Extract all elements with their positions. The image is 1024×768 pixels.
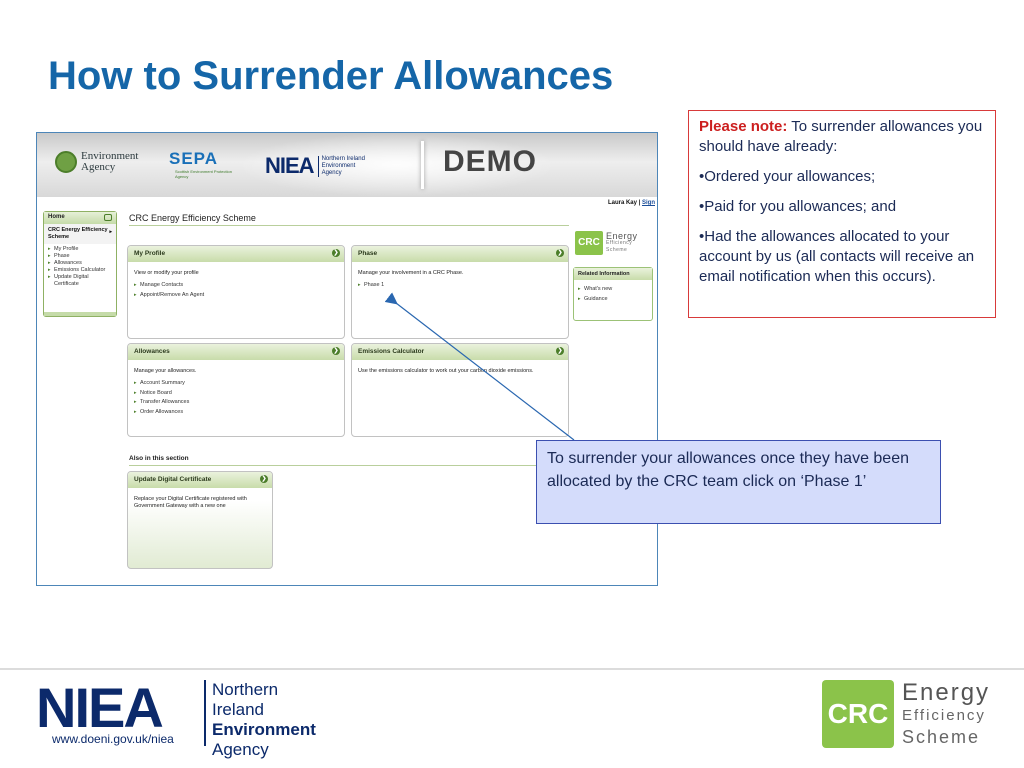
panel-title: Allowances	[134, 348, 170, 355]
heading-divider	[129, 225, 569, 226]
demo-label: DEMO	[443, 145, 537, 178]
home-icon	[104, 214, 112, 221]
nav-home-label: Home	[48, 214, 65, 220]
related-title: Related Information	[574, 268, 652, 280]
note-item: •Paid for you allowances; and	[699, 198, 897, 215]
go-icon[interactable]: ❯	[332, 347, 340, 355]
nav-item-update-certificate[interactable]: Update Digital Certificate	[48, 274, 112, 288]
panel-header[interactable]: My Profile ❯	[128, 246, 344, 262]
niea-line3: Agency	[212, 740, 269, 759]
user-bar: Laura Kay | Sign	[608, 200, 655, 206]
crc-w3: Scheme	[902, 727, 981, 747]
chevron-right-icon: ▸	[109, 229, 112, 235]
link-phase-1[interactable]: Phase 1	[358, 281, 562, 291]
also-heading: Also in this section	[129, 455, 189, 462]
panel-allowances: Allowances ❯ Manage your allowances. Acc…	[127, 343, 345, 437]
niea-logo-small: NIEA Northern Ireland Environment Agency	[265, 153, 365, 179]
footer-divider	[0, 668, 1024, 670]
panel-title: My Profile	[134, 250, 166, 257]
crc-logo-small: CRC Energy Efficiency Scheme	[575, 231, 638, 255]
related-info-box: Related Information What's new Guidance	[573, 267, 653, 321]
crc-w2: Efficiency	[902, 707, 986, 724]
please-note-box: Please note: To surrender allowances you…	[688, 110, 996, 318]
link-notice-board[interactable]: Notice Board	[134, 389, 338, 399]
panel-desc: Manage your allowances.	[134, 368, 197, 374]
ea-emblem-icon	[55, 151, 77, 173]
ea-line1: Environment	[81, 150, 139, 162]
link-appoint-agent[interactable]: Appoint/Remove An Agent	[134, 291, 338, 301]
crc-footer-logo: CRC Energy Efficiency Scheme	[822, 680, 990, 748]
panel-emissions-calculator: Emissions Calculator ❯ Use the emissions…	[351, 343, 569, 437]
link-account-summary[interactable]: Account Summary	[134, 379, 338, 389]
page-heading: CRC Energy Efficiency Scheme	[129, 213, 256, 223]
niea-word-small: NIEA	[265, 153, 315, 178]
note-label: Please note:	[699, 118, 788, 135]
panel-desc: Replace your Digital Certificate registe…	[134, 496, 247, 509]
banner-flare	[237, 133, 557, 197]
slide-title: How to Surrender Allowances	[48, 54, 614, 98]
panel-desc: View or modify your profile	[134, 270, 199, 276]
panel-update-certificate: Update Digital Certificate ❯ Replace you…	[127, 471, 273, 569]
nav-item-phase[interactable]: Phase	[48, 253, 112, 260]
go-icon[interactable]: ❯	[332, 249, 340, 257]
environment-agency-logo: Environment Agency	[55, 151, 138, 173]
nav-home[interactable]: Home	[44, 212, 116, 224]
panel-title: Update Digital Certificate	[134, 476, 212, 483]
callout-box: To surrender your allowances once they h…	[536, 440, 941, 524]
user-name: Laura Kay	[607, 200, 637, 206]
panel-header[interactable]: Update Digital Certificate ❯	[128, 472, 272, 488]
nav-item-allowances[interactable]: Allowances	[48, 260, 112, 267]
crc-small-w2: Efficiency	[606, 239, 633, 246]
panel-header[interactable]: Allowances ❯	[128, 344, 344, 360]
panel-title: Emissions Calculator	[358, 348, 425, 355]
note-item: •Had the allowances allocated to your ac…	[699, 228, 975, 285]
sepa-word: SEPA	[169, 149, 219, 168]
nav-item-my-profile[interactable]: My Profile	[48, 246, 112, 253]
niea-url-link[interactable]: www.doeni.gov.uk/niea	[52, 732, 174, 746]
link-manage-contacts[interactable]: Manage Contacts	[134, 281, 338, 291]
niea-footer-logo: NIEA Northern Ireland Environment Agency…	[36, 676, 316, 760]
crc-mark-small: CRC	[575, 231, 603, 255]
nav-footer-bar	[44, 312, 116, 316]
nav-section-label: CRC Energy Efficiency Scheme	[48, 227, 108, 240]
note-item: •Ordered your allowances;	[699, 168, 876, 185]
user-separator: |	[636, 200, 642, 206]
note-intro: To surrender allowances you should have …	[699, 118, 983, 155]
panel-desc: Use the emissions calculator to work out…	[358, 368, 534, 374]
crc-w1: Energy	[902, 679, 991, 706]
niea-small-line1: Northern Ireland	[321, 155, 365, 162]
niea-line2: Environment	[212, 720, 316, 739]
panel-my-profile: My Profile ❯ View or modify your profile…	[127, 245, 345, 339]
ea-line2: Agency	[81, 161, 116, 173]
panel-title: Phase	[358, 250, 378, 257]
sepa-logo: SEPA Scottish Environment Protection Age…	[169, 149, 235, 179]
panel-phase: Phase ❯ Manage your involvement in a CRC…	[351, 245, 569, 339]
sepa-sub: Scottish Environment Protection Agency	[175, 169, 232, 179]
niea-small-line3: Agency	[321, 169, 342, 176]
go-icon[interactable]: ❯	[260, 475, 268, 483]
link-whats-new[interactable]: What's new	[578, 284, 648, 294]
panel-header[interactable]: Emissions Calculator ❯	[352, 344, 568, 360]
panel-header[interactable]: Phase ❯	[352, 246, 568, 262]
nav-section-crc[interactable]: CRC Energy Efficiency Scheme ▸	[44, 224, 116, 244]
nav-item-emissions-calculator[interactable]: Emissions Calculator	[48, 267, 112, 274]
go-icon[interactable]: ❯	[556, 249, 564, 257]
also-divider	[129, 465, 563, 466]
niea-line1: Northern Ireland	[212, 680, 279, 719]
sign-out-link[interactable]: Sign	[642, 200, 655, 206]
niea-wordmark: NIEA	[36, 676, 164, 739]
panel-desc: Manage your involvement in a CRC Phase.	[358, 270, 464, 276]
crc-mark: CRC	[822, 680, 894, 748]
nav-list: My Profile Phase Allowances Emissions Ca…	[44, 244, 116, 288]
left-nav: Home CRC Energy Efficiency Scheme ▸ My P…	[43, 211, 117, 317]
link-transfer-allowances[interactable]: Transfer Allowances	[134, 398, 338, 408]
site-banner: Environment Agency SEPA Scottish Environ…	[37, 133, 657, 197]
crc-small-w3: Scheme	[606, 246, 628, 253]
crc-small-w1: Energy	[606, 230, 638, 241]
link-guidance[interactable]: Guidance	[578, 294, 648, 304]
niea-small-line2: Environment	[321, 162, 356, 169]
go-icon[interactable]: ❯	[556, 347, 564, 355]
link-order-allowances[interactable]: Order Allowances	[134, 408, 338, 418]
banner-divider	[421, 141, 424, 189]
